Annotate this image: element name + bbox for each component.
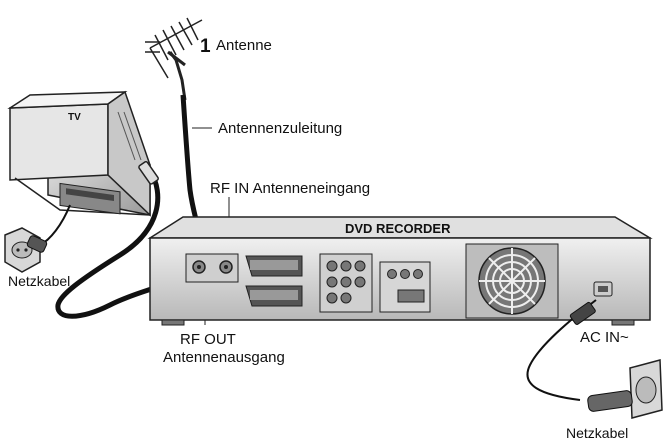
antenna-icon bbox=[145, 17, 203, 79]
wall-socket-left-icon bbox=[4, 227, 48, 273]
power-cable-left-label: Netzkabel bbox=[8, 273, 70, 289]
rf-in-label: RF IN Antenneneingang bbox=[210, 180, 370, 197]
rf-out-label-line2: Antennenausgang bbox=[163, 349, 285, 366]
tv-label: TV bbox=[68, 112, 81, 123]
step-number: 1 bbox=[200, 36, 211, 57]
rf-out-label-line1: RF OUT bbox=[180, 331, 236, 348]
antenna-mast bbox=[168, 51, 187, 101]
antenna-label: Antenne bbox=[216, 37, 272, 54]
tv-icon bbox=[7, 90, 151, 217]
antenna-cable-line bbox=[180, 94, 201, 229]
ac-in-label: AC IN~ bbox=[580, 329, 629, 346]
recorder-title: DVD RECORDER bbox=[345, 221, 451, 236]
tv-rf-connector bbox=[138, 160, 159, 185]
rf-out-cable bbox=[55, 168, 161, 319]
ac-plug-connector bbox=[569, 301, 596, 325]
dvd-recorder-icon bbox=[147, 216, 653, 326]
antenna-cable-label: Antennenzuleitung bbox=[218, 120, 342, 137]
power-cable-right-label: Netzkabel bbox=[566, 425, 628, 441]
wall-socket-right-icon bbox=[587, 359, 663, 419]
